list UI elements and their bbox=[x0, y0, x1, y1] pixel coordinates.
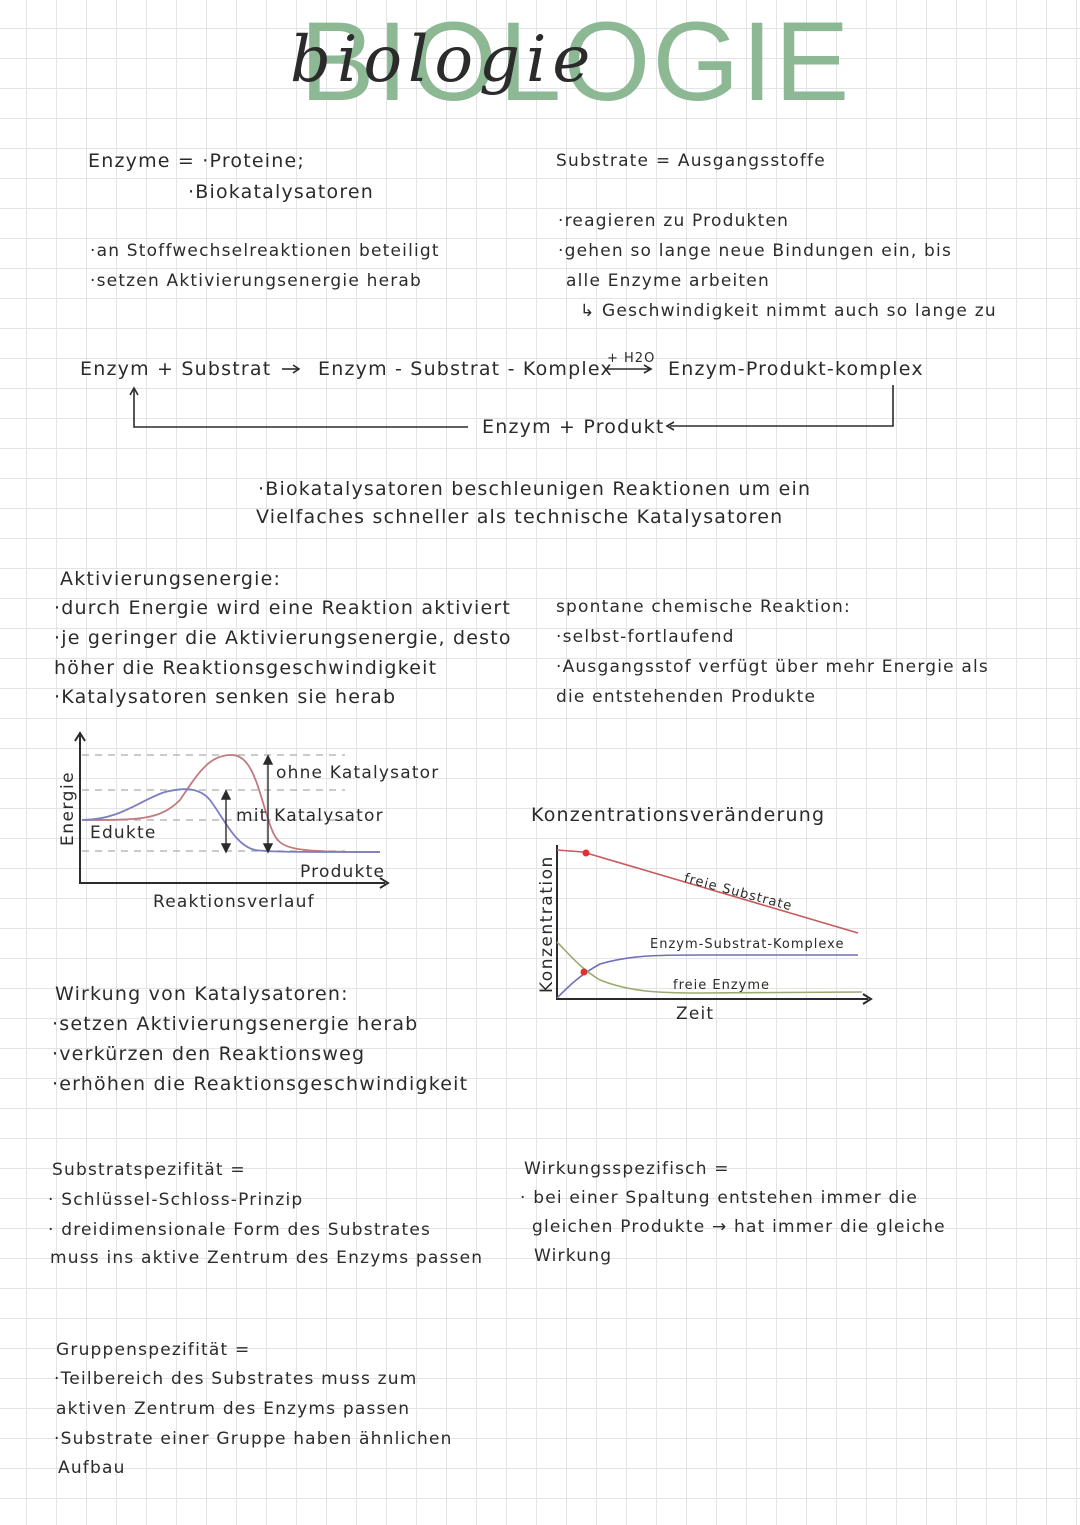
cycle-product-complex: Enzym-Produkt-komplex bbox=[668, 358, 924, 380]
enzyme-definition: Enzyme = ·Proteine; bbox=[88, 150, 305, 172]
arrow-head bbox=[220, 789, 232, 800]
enzyme-bullet: ·setzen Aktivierungsenergie herab bbox=[90, 271, 423, 291]
arrow-head bbox=[643, 364, 653, 374]
spontaneous-bullet: die entstehenden Produkte bbox=[556, 687, 817, 707]
enzyme-definition-line2: ·Biokatalysatoren bbox=[188, 181, 375, 203]
conc-y-label: Konzentration bbox=[537, 855, 557, 993]
effect-heading: Wirkung von Katalysatoren: bbox=[55, 983, 349, 1005]
arrow-head bbox=[262, 754, 274, 765]
return-line bbox=[133, 390, 468, 428]
line-enzyme-substrate-complex bbox=[556, 954, 858, 999]
line-free-enzymes bbox=[556, 941, 863, 994]
effect-bullet: ·setzen Aktivierungsenergie herab bbox=[52, 1013, 419, 1035]
label-without-catalyst: ohne Katalysator bbox=[276, 763, 440, 783]
arrow-head bbox=[262, 843, 274, 854]
activation-bullet: ·durch Energie wird eine Reaktion aktivi… bbox=[54, 597, 512, 619]
arrow-head bbox=[220, 843, 232, 854]
label-enzyme-substrate-complex: Enzym-Substrat-Komplexe bbox=[650, 937, 845, 952]
effect-spec-bullet: Wirkung bbox=[534, 1246, 613, 1266]
effect-bullet: ·erhöhen die Reaktionsgeschwindigkeit bbox=[52, 1073, 469, 1095]
note-line: Vielfaches schneller als technische Kata… bbox=[256, 506, 784, 528]
substrate-bullet: ↳ Geschwindigkeit nimmt auch so lange zu bbox=[580, 301, 997, 321]
return-line bbox=[670, 385, 894, 427]
effect-bullet: ·verkürzen den Reaktionsweg bbox=[52, 1043, 366, 1065]
y-axis-arrow bbox=[74, 731, 86, 742]
marker-point bbox=[582, 849, 590, 857]
substrate-bullet: ·reagieren zu Produkten bbox=[558, 211, 790, 231]
group-spec-bullet: ·Substrate einer Gruppe haben ähnlichen bbox=[54, 1429, 453, 1449]
label-free-enzymes: freie Enzyme bbox=[673, 978, 771, 993]
cycle-water: + H2O bbox=[607, 351, 656, 366]
effect-spec-heading: Wirkungsspezifisch = bbox=[524, 1159, 730, 1179]
handwritten-title: biologie bbox=[290, 23, 597, 97]
cycle-complex: Enzym - Substrat - Komplex bbox=[318, 358, 613, 380]
substrate-spec-bullet: · Schlüssel-Schloss-Prinzip bbox=[48, 1190, 304, 1210]
group-spec-heading: Gruppenspezifität = bbox=[56, 1340, 251, 1360]
curve-without-catalyst bbox=[81, 754, 381, 853]
spontaneous-bullet: ·selbst-fortlaufend bbox=[556, 627, 735, 647]
effect-spec-bullet: · bei einer Spaltung entstehen immer die bbox=[520, 1188, 919, 1208]
group-spec-bullet: aktiven Zentrum des Enzyms passen bbox=[56, 1399, 411, 1419]
products-label: Produkte bbox=[300, 862, 386, 882]
enzyme-bullet: ·an Stoffwechselreaktionen beteiligt bbox=[90, 241, 440, 261]
activation-bullet: ·Katalysatoren senken sie herab bbox=[54, 686, 397, 708]
substrate-spec-heading: Substratspezifität = bbox=[52, 1160, 246, 1180]
x-axis-arrow bbox=[862, 993, 873, 1005]
substrate-bullet: ·gehen so lange neue Bindungen ein, bis bbox=[558, 241, 953, 261]
x-axis-arrow bbox=[379, 877, 390, 889]
marker-point bbox=[580, 968, 588, 976]
activation-heading: Aktivierungsenergie: bbox=[60, 568, 282, 590]
effect-spec-bullet: gleichen Produkte → hat immer die gleich… bbox=[532, 1217, 946, 1237]
group-spec-bullet: Aufbau bbox=[58, 1458, 126, 1478]
arrow-head bbox=[665, 421, 675, 431]
substrate-spec-bullet: muss ins aktive Zentrum des Enzyms passe… bbox=[50, 1248, 484, 1268]
label-with-catalyst: mit Katalysator bbox=[236, 806, 384, 826]
conc-x-label: Zeit bbox=[676, 1004, 715, 1024]
activation-bullet: ·je geringer die Aktivierungsenergie, de… bbox=[54, 627, 512, 649]
curve-with-catalyst bbox=[81, 788, 381, 853]
arrow-head bbox=[292, 364, 301, 374]
educts-label: Edukte bbox=[90, 823, 157, 843]
spontaneous-bullet: ·Ausgangsstof verfügt über mehr Energie … bbox=[556, 657, 989, 677]
energy-x-label: Reaktionsverlauf bbox=[153, 892, 315, 912]
conc-chart-title: Konzentrationsveränderung bbox=[531, 804, 826, 826]
note-line: ·Biokatalysatoren beschleunigen Reaktion… bbox=[258, 478, 812, 500]
substrate-spec-bullet: · dreidimensionale Form des Substrates bbox=[48, 1220, 432, 1240]
substrate-bullet: alle Enzyme arbeiten bbox=[566, 271, 770, 291]
cycle-reactants: Enzym + Substrat bbox=[80, 358, 272, 380]
group-spec-bullet: ·Teilbereich des Substrates muss zum bbox=[54, 1369, 418, 1389]
spontaneous-heading: spontane chemische Reaktion: bbox=[556, 597, 851, 617]
activation-bullet: höher die Reaktionsgeschwindigkeit bbox=[54, 657, 438, 679]
substrate-definition: Substrate = Ausgangsstoffe bbox=[556, 151, 826, 171]
cycle-result: Enzym + Produkt bbox=[482, 416, 665, 438]
arrow-head bbox=[129, 386, 139, 396]
